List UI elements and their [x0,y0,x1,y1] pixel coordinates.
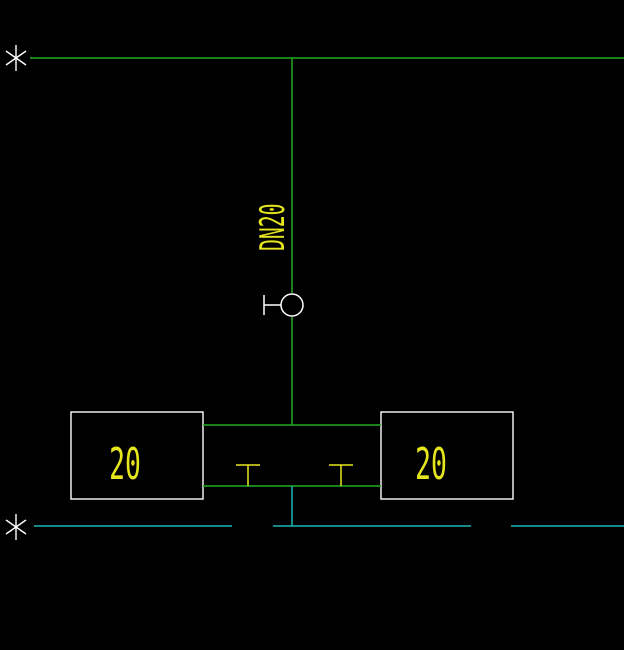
right-unit-label: 20 [415,438,447,490]
valve-icon [263,293,304,317]
left-unit-label: 20 [109,438,141,490]
tee-icon [236,464,260,486]
asterisk-marker-icon [5,514,27,540]
asterisk-marker-icon [5,45,27,71]
pipe-size-label: DN20 [252,204,292,251]
left-unit-box: 20 [70,411,204,500]
tee-icon [329,464,353,486]
right-unit-box: 20 [380,411,514,500]
